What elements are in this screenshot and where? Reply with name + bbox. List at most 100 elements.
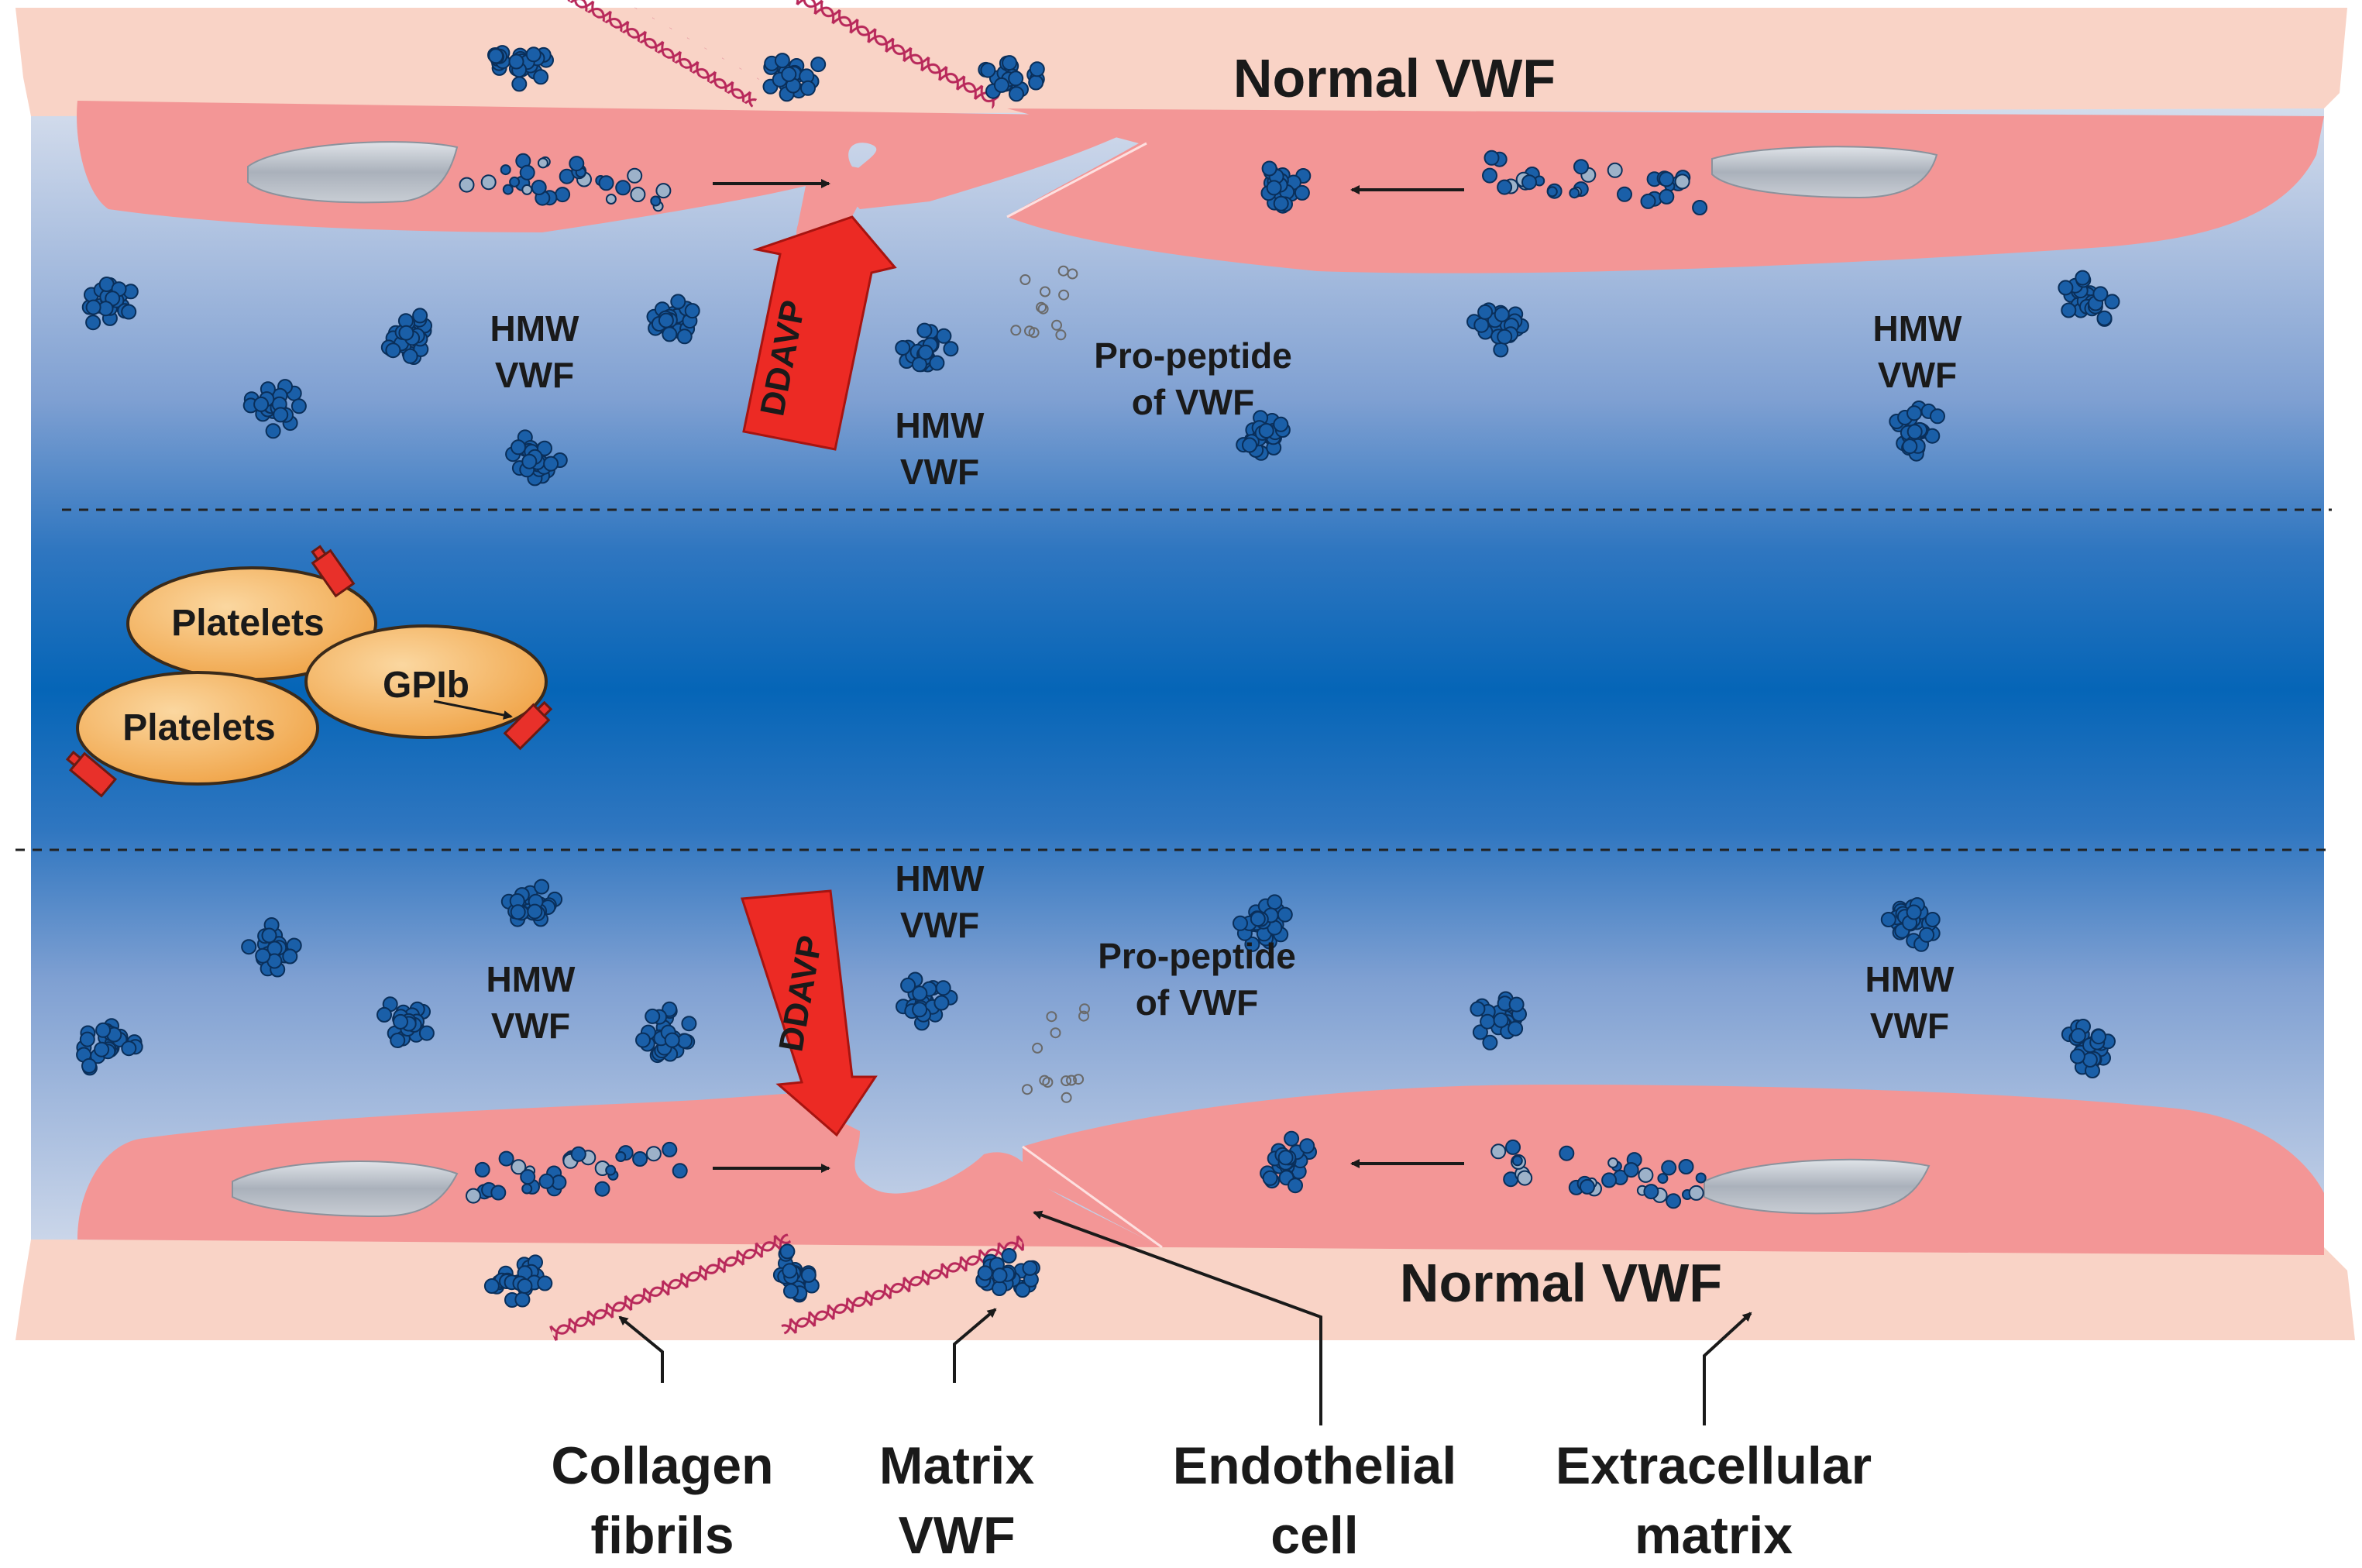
propeptide-dot (1078, 1010, 1089, 1022)
vwf-multimer (1260, 1130, 1317, 1194)
vwf-multimer (241, 917, 302, 978)
gpib-receptor-3 (65, 750, 118, 798)
propeptide-dot (1019, 274, 1031, 285)
vwf-multimer (975, 1248, 1040, 1298)
vwf-multimer (483, 1254, 553, 1308)
normal-vwf-label-bottom: Normal VWF (1400, 1253, 1722, 1313)
vwf-multimer (1880, 897, 1941, 952)
vwf-clusters (76, 45, 2120, 1308)
vwf-multimer (76, 1018, 143, 1076)
vwf-multimer (376, 996, 435, 1048)
svg-text:of VWF: of VWF (1136, 982, 1258, 1023)
svg-text:VWF: VWF (1870, 1006, 1949, 1046)
vwf-multimer (1236, 410, 1291, 461)
hmw-vwf-label-top-left: HMW VWF (490, 308, 580, 395)
nucleus-top-right (1711, 146, 1938, 199)
svg-text:VWF: VWF (900, 905, 979, 945)
svg-text:VWF: VWF (491, 1006, 570, 1046)
vwf-granules (466, 1141, 688, 1204)
hmw-vwf-label-bottom-center: HMW VWF (896, 858, 985, 945)
platelets-group: Platelets Platelets GPIb (65, 545, 553, 798)
extracellular-matrix-bottom (15, 1240, 2355, 1340)
vwf-multimer (772, 1243, 820, 1303)
svg-text:Extracellular: Extracellular (1556, 1436, 1872, 1495)
propeptide-dot (1058, 289, 1070, 301)
propeptide-label-bottom: Pro-peptide of VWF (1098, 936, 1296, 1023)
propeptide-dot (1055, 329, 1067, 341)
hmw-vwf-label-bottom-right: HMW VWF (1865, 959, 1955, 1046)
propeptide-dot (1061, 1092, 1072, 1103)
vwf-multimer (1260, 160, 1312, 214)
svg-text:cell: cell (1270, 1506, 1358, 1565)
svg-text:fibrils: fibrils (590, 1506, 734, 1565)
vwf-multimer (646, 294, 700, 345)
svg-text:HMW: HMW (490, 308, 580, 349)
hmw-vwf-label-top-right: HMW VWF (1873, 308, 1963, 395)
vwf-multimer (896, 971, 958, 1031)
platelet-3 (304, 624, 548, 739)
svg-text:HMW: HMW (1865, 959, 1955, 999)
gpib-receptor-2 (503, 700, 553, 751)
platelets-label-2: Platelets (122, 707, 275, 748)
propeptide-dot (1079, 1003, 1090, 1015)
vwf-multimer (500, 879, 563, 927)
propeptide-dot (1066, 1075, 1077, 1086)
vwf-granules (1490, 1139, 1707, 1209)
vwf-multimer (1889, 401, 1945, 462)
vwf-multimer (2058, 270, 2120, 327)
svg-text:Matrix: Matrix (879, 1436, 1034, 1495)
propeptide-dot (1046, 1011, 1057, 1023)
vwf-multimer (635, 1001, 697, 1064)
svg-text:of VWF: of VWF (1132, 382, 1254, 422)
svg-text:VWF: VWF (1878, 355, 1957, 395)
vwf-multimer (505, 429, 568, 487)
vwf-multimer (487, 45, 554, 92)
cell-junction-bottom (1022, 1145, 1163, 1249)
vwf-multimer (1466, 302, 1529, 358)
hmw-vwf-label-bottom-left: HMW VWF (486, 959, 576, 1046)
legend-endothelial-cell: Endothelial cell (1173, 1436, 1456, 1565)
extracellular-matrix-top (15, 8, 2347, 116)
nucleus-bottom-left (232, 1161, 459, 1218)
vwf-granules (459, 153, 672, 212)
propeptide-dot (1039, 1075, 1050, 1086)
propeptide-dot (1040, 286, 1050, 297)
gpib-label: GPIb (383, 665, 469, 706)
legend-matrix-vwf: Matrix VWF (879, 1436, 1034, 1565)
propeptide-dot (1051, 319, 1062, 331)
ddavp-arrow-bottom: DDAVP (740, 889, 878, 1137)
propeptide-dot (1050, 1027, 1061, 1039)
vwf-multimer (380, 308, 432, 365)
gpib-pointer (433, 700, 513, 720)
platelets-label-1: Platelets (171, 603, 324, 644)
cell-junction-top (1006, 142, 1147, 218)
propeptide-dots (1010, 265, 1090, 1103)
svg-text:Endothelial: Endothelial (1173, 1436, 1456, 1495)
ddavp-arrow-top: DDAVP (742, 215, 897, 451)
svg-text:VWF: VWF (898, 1506, 1015, 1565)
propeptide-dot (1036, 301, 1047, 313)
legend-collagen-fibrils: Collagen fibrils (551, 1436, 773, 1565)
vwf-multimer (762, 53, 827, 102)
svg-text:HMW: HMW (486, 959, 576, 999)
collagen-fibrils-top (551, 0, 1000, 120)
svg-text:matrix: matrix (1635, 1506, 1793, 1565)
endothelial-cell-top-left (77, 101, 1163, 260)
propeptide-dot (1032, 1042, 1043, 1054)
vwf-multimer (242, 379, 307, 439)
platelet-2 (76, 671, 319, 786)
svg-text:Pro-peptide: Pro-peptide (1094, 335, 1292, 376)
vwf-multimer (978, 55, 1045, 102)
hmw-vwf-label-top-center: HMW VWF (896, 405, 985, 492)
propeptide-dot (1037, 303, 1049, 315)
propeptide-dot (1073, 1074, 1085, 1085)
svg-text:Collagen: Collagen (551, 1436, 773, 1495)
propeptide-dot (1024, 325, 1035, 337)
nucleus-bottom-right (1704, 1158, 1931, 1215)
nucleus-top-left (247, 141, 459, 204)
gpib-receptor-1 (311, 545, 356, 598)
normal-vwf-label-top: Normal VWF (1233, 48, 1556, 108)
legend-pointers (618, 1210, 1752, 1425)
legend-extracellular-matrix: Extracellular matrix (1556, 1436, 1872, 1565)
